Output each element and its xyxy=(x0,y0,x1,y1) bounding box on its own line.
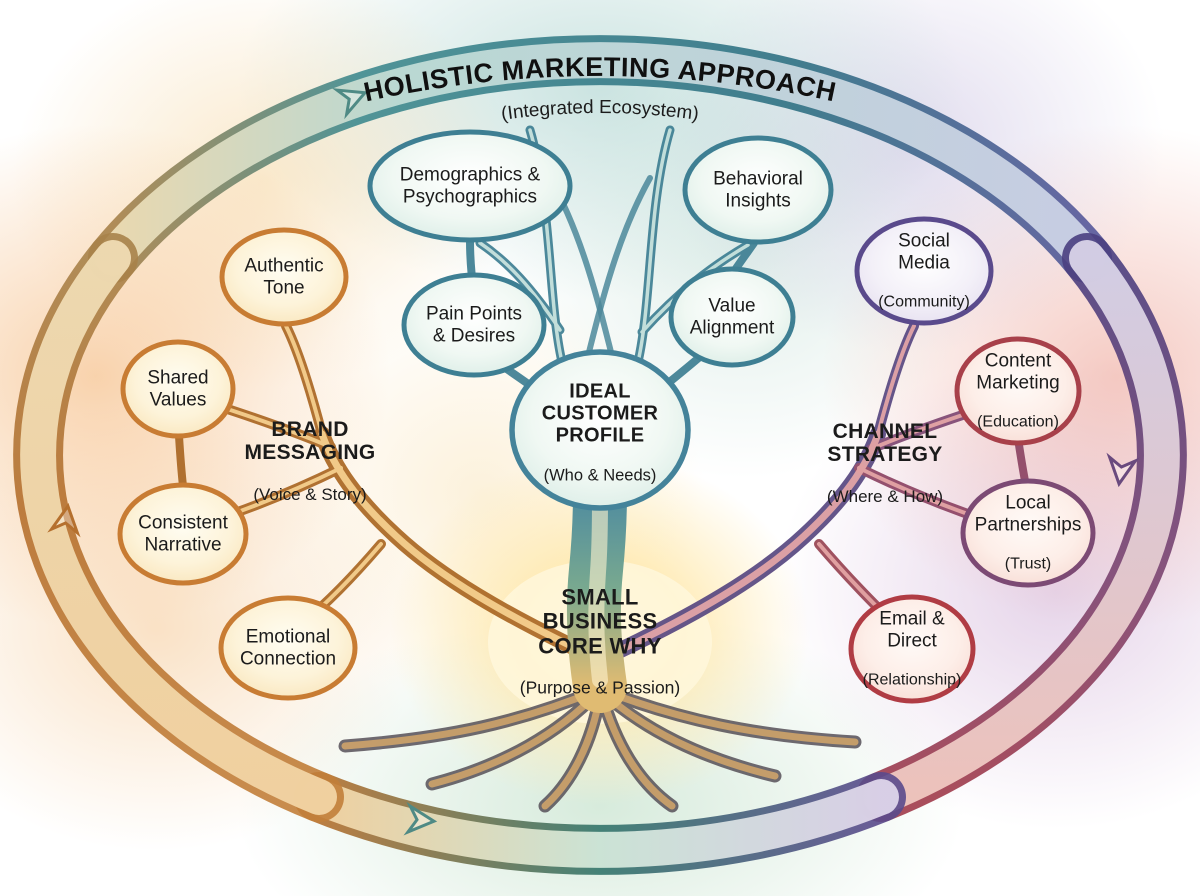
bubble-authentic-tone xyxy=(219,227,349,327)
bubble-social-media xyxy=(854,216,994,326)
ring-arrow-icon xyxy=(1106,452,1140,488)
bubble-content-marketing xyxy=(954,336,1082,446)
bubble-consistent-narrative xyxy=(117,482,249,586)
bubble-shared-values xyxy=(120,339,236,439)
bubbles xyxy=(117,129,1096,704)
channel-branches xyxy=(602,321,1029,663)
ring-arrow-icon xyxy=(403,801,438,836)
ring-flow-arrows xyxy=(47,88,1140,836)
bubble-pain-points xyxy=(401,272,547,378)
diagram-subtitle: (Integrated Ecosystem) xyxy=(500,97,700,125)
bubble-value-alignment xyxy=(668,266,796,368)
bubble-local-partnerships xyxy=(960,478,1096,588)
bubble-emotional-connection xyxy=(218,595,358,701)
bubble-demographics xyxy=(367,129,573,243)
svg-text:(Integrated Ecosystem): (Integrated Ecosystem) xyxy=(500,97,700,125)
ring-arrow-icon xyxy=(47,502,81,538)
bubble-email-direct xyxy=(848,594,976,704)
bubble-ideal-customer-profile xyxy=(509,349,691,511)
ecosystem-ring xyxy=(13,35,1187,875)
bubble-behavioral-insights xyxy=(682,135,834,245)
ring-arrow-icon xyxy=(331,88,368,120)
